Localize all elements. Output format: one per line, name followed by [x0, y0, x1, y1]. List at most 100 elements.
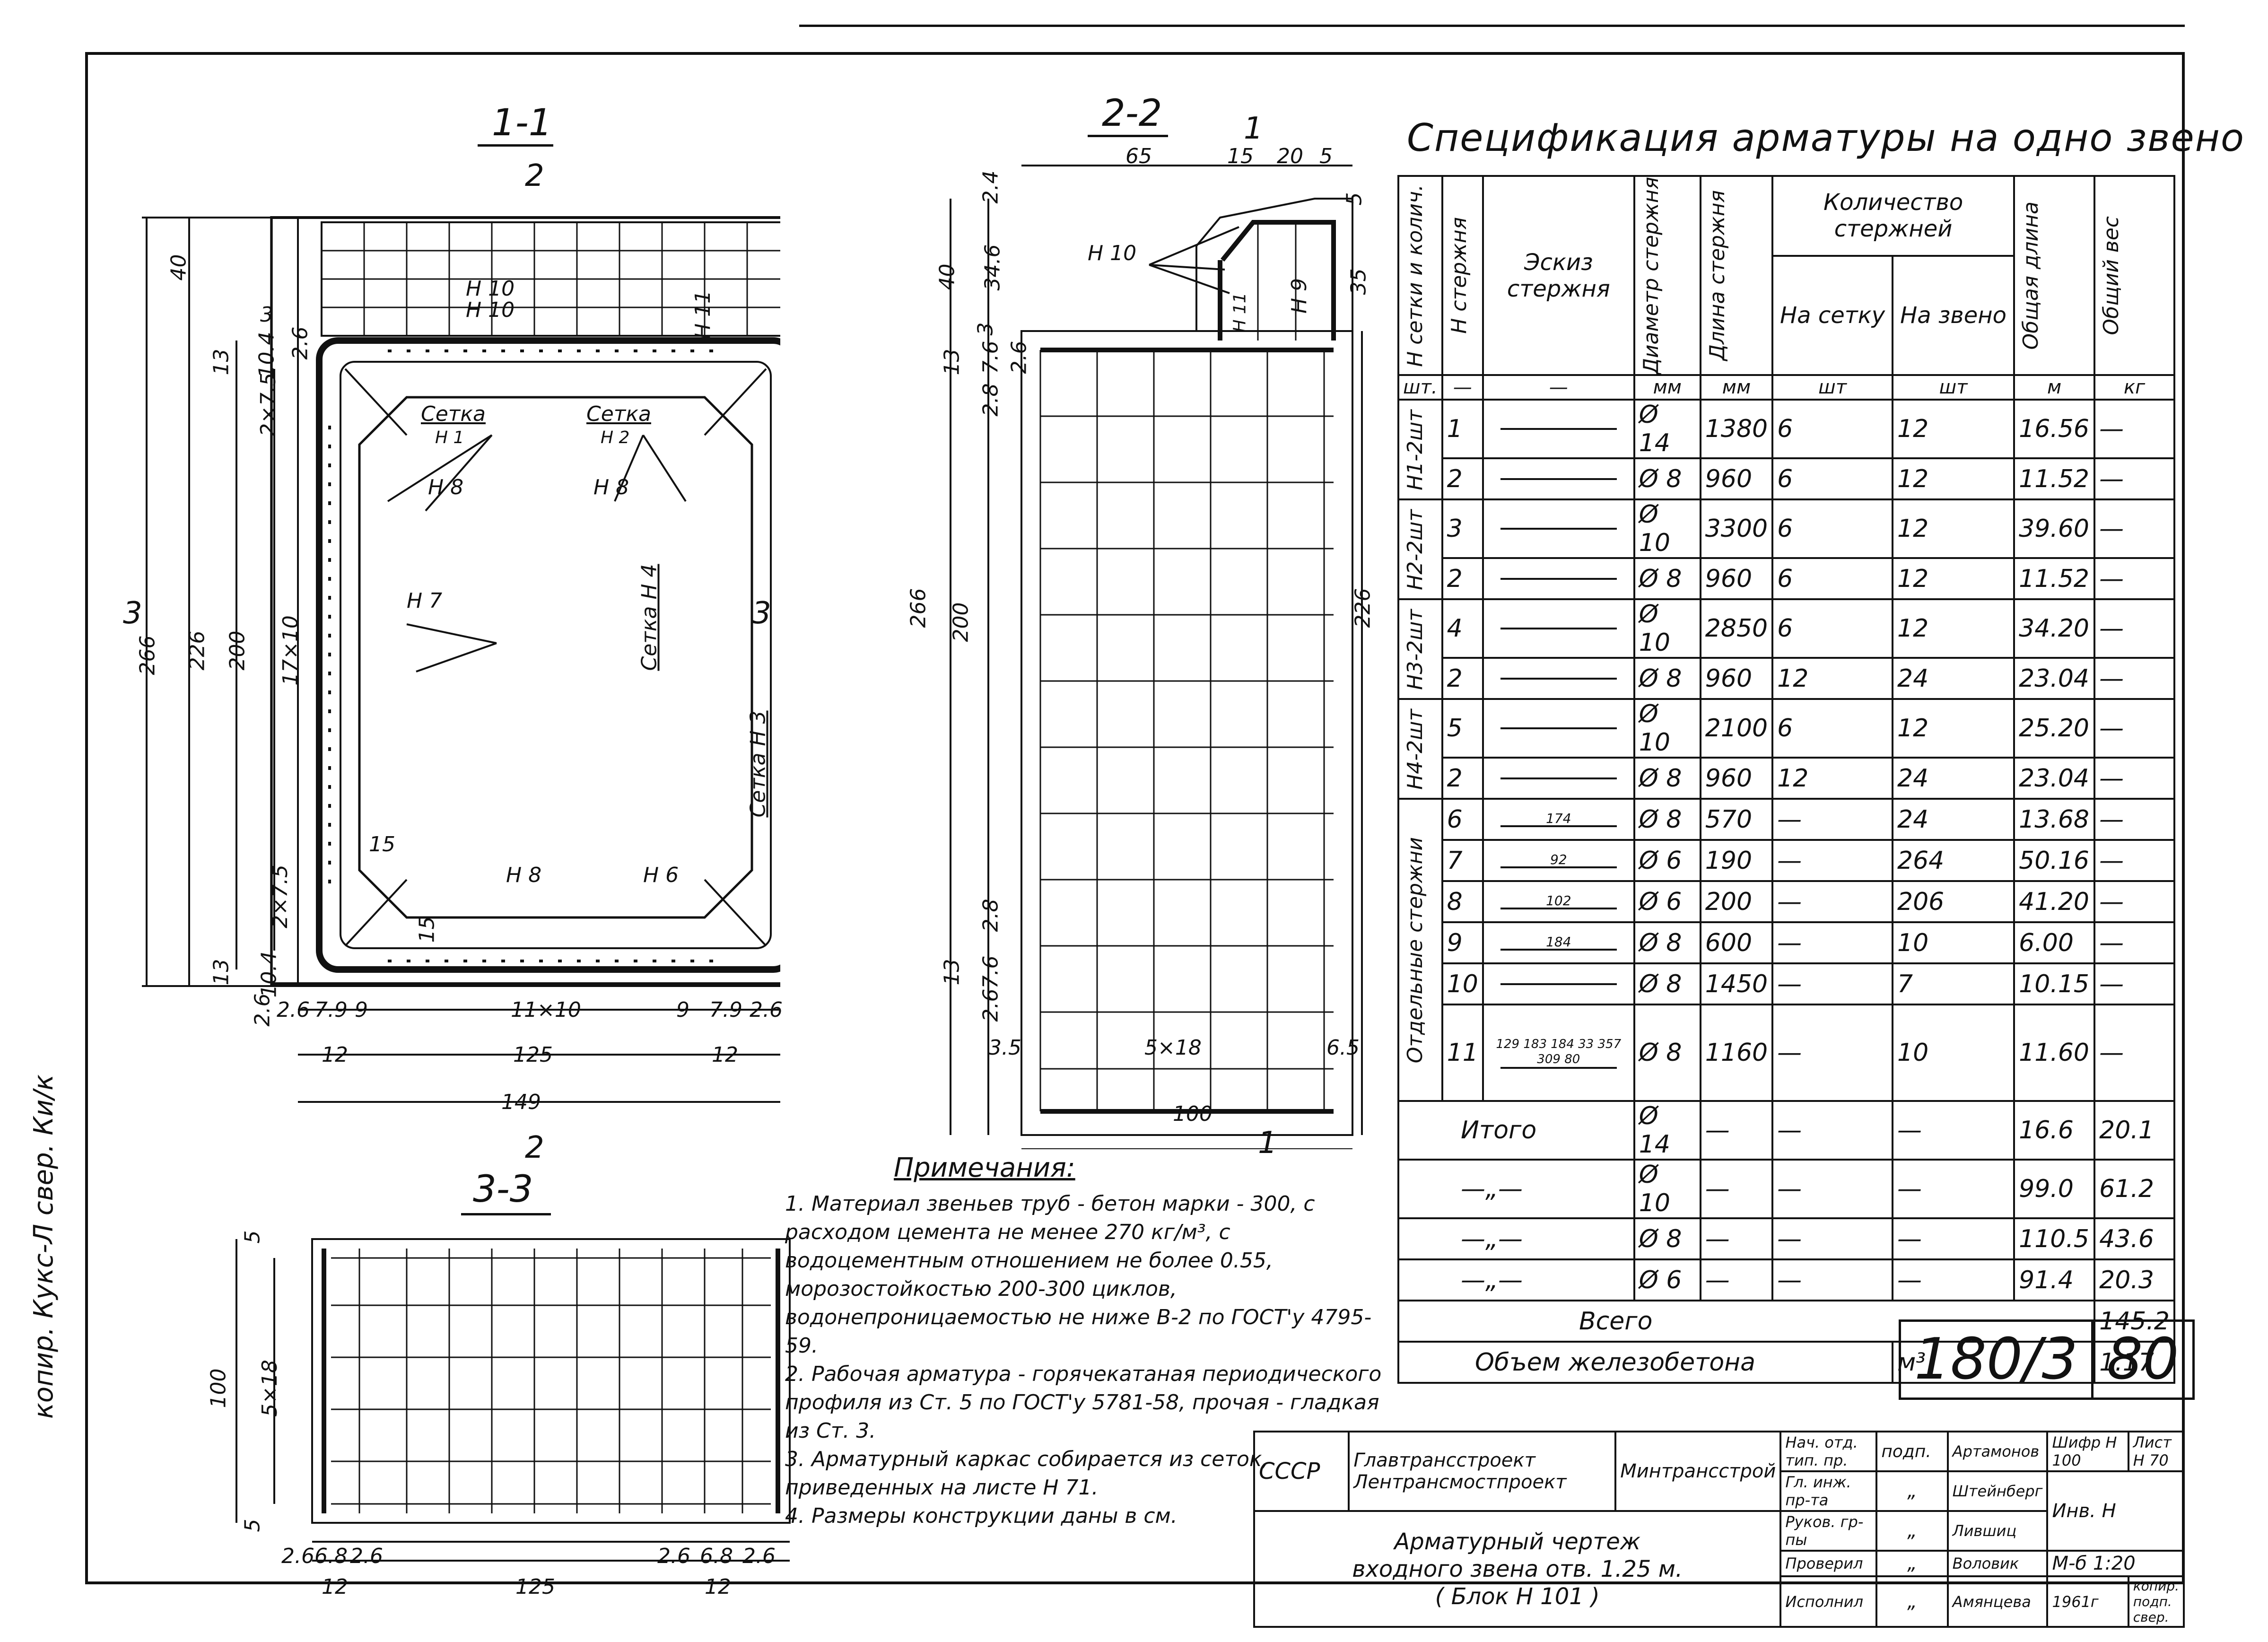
- dim-22-5: 5: [1319, 144, 1333, 168]
- note-1: 1. Материал звеньев труб - бетон марки -…: [785, 1192, 1372, 1358]
- spec-length: 2850: [1699, 598, 1774, 659]
- stamp-r4c: Воловик: [1946, 1550, 2049, 1577]
- spec-qty-link: 7: [1892, 962, 2015, 1006]
- spec-qty-mesh: 6: [1771, 598, 1894, 659]
- spec-qty-link: 24: [1892, 657, 2015, 700]
- spec-qty-mesh: 6: [1771, 557, 1894, 601]
- label-n6: Н 6: [643, 863, 679, 887]
- spec-sketch-cell: 102: [1482, 880, 1635, 924]
- stamp-r2c: Штейнберг: [1946, 1470, 2049, 1512]
- section-2-2-drawing: [950, 165, 1363, 1149]
- spec-weight: —: [2094, 598, 2175, 659]
- bar-sketch-line: [1500, 866, 1617, 868]
- stamp-kopir: копир. подп. свер.: [2127, 1575, 2185, 1628]
- label-n11: Н 11: [691, 290, 715, 340]
- spec-length: 1160: [1699, 1004, 1774, 1102]
- spec-qty-link: 12: [1892, 399, 2015, 460]
- bar-sketch-line: [1500, 478, 1617, 480]
- spec-qty-link: 12: [1892, 557, 2015, 601]
- dim-11-b9a: 9: [355, 998, 368, 1022]
- spec-diameter: Ø 8: [1633, 798, 1701, 841]
- spec-total-diameter: Ø 14: [1633, 1100, 1701, 1161]
- label-setka4: Сетка Н 4: [637, 564, 662, 671]
- side-signature: копир. Кукс-Л свер. Ки/к: [28, 1074, 59, 1419]
- spec-bar-number: 2: [1441, 457, 1484, 501]
- dim-22-l28b: 2.8: [978, 899, 1003, 932]
- dim-22-l76b: 7.6: [978, 955, 1003, 989]
- note-4: 4. Размеры конструкции даны в см.: [785, 1504, 1178, 1528]
- spec-title: Спецификация арматуры на одно звено: [1407, 116, 2245, 160]
- spec-total-c: —: [1892, 1258, 2015, 1302]
- spec-qty-mesh: —: [1771, 880, 1894, 924]
- dim-11-17x10: 17×10: [278, 615, 303, 686]
- dim-33-b26d: 2.6: [657, 1544, 690, 1568]
- spec-length: 2100: [1699, 698, 1774, 759]
- spec-bar-number: 7: [1441, 839, 1484, 882]
- spec-table: Н сетки и колич. Н стержня Эскиз стержня…: [1397, 175, 2175, 1384]
- bar-sketch-line: [1500, 528, 1617, 530]
- spec-qty-link: 206: [1892, 880, 2015, 924]
- dim-11-275: 2×7.5: [256, 373, 280, 437]
- spec-bar-number: 10: [1441, 962, 1484, 1006]
- spec-total-c: —: [1892, 1217, 2015, 1261]
- spec-bar-number: 2: [1441, 757, 1484, 800]
- spec-bar-number: 3: [1441, 498, 1484, 559]
- spec-weight: —: [2094, 1004, 2175, 1102]
- dim-11-266: 266: [135, 635, 160, 675]
- spec-sketch-cell: [1482, 498, 1635, 559]
- spec-h-col8: Общая длина: [2013, 175, 2096, 376]
- spec-qty-mesh: 6: [1771, 457, 1894, 501]
- spec-weight: —: [2094, 880, 2175, 924]
- spec-h-col5: Длина стержня: [1699, 175, 1774, 376]
- bar-sketch-line: [1500, 777, 1617, 779]
- dim-22-20: 20: [1277, 144, 1303, 168]
- spec-total-diameter: Ø 10: [1633, 1159, 1701, 1220]
- stamp-r1c: Артамонов: [1946, 1431, 2049, 1472]
- spec-sketch-cell: [1482, 698, 1635, 759]
- sheet-number: 80: [2106, 1327, 2179, 1392]
- spec-length: 1380: [1699, 399, 1774, 460]
- dim-22-l13: 13: [940, 349, 964, 376]
- bar-sketch-line: [1500, 628, 1617, 630]
- spec-weight: —: [2094, 457, 2175, 501]
- dim-22-l266: 266: [906, 588, 931, 628]
- spec-total-length: 25.20: [2013, 698, 2096, 759]
- dim-11-26: 2.6: [288, 326, 313, 360]
- label-n10a: Н 10: [466, 277, 515, 301]
- spec-sketch-cell: 174: [1482, 798, 1635, 841]
- spec-qty-link: 12: [1892, 698, 2015, 759]
- spec-total-c: —: [1892, 1159, 2015, 1220]
- dim-22-l346: 34.6: [980, 244, 1005, 291]
- note-3: 3. Арматурный каркас собирается из сеток…: [785, 1447, 1269, 1500]
- spec-total-a: —: [1699, 1159, 1774, 1220]
- dim-33-l5a: 5: [240, 1230, 265, 1244]
- spec-sketch-cell: 184: [1482, 921, 1635, 965]
- stamp-year: 1961г: [2046, 1575, 2129, 1628]
- dim-22-l26: 2.6: [1007, 341, 1031, 374]
- spec-length: 1450: [1699, 962, 1774, 1006]
- section-1-1-drawing: [142, 216, 780, 1103]
- dim-22-b5x18: 5×18: [1144, 1036, 1202, 1060]
- dim-22-r35: 35: [1346, 268, 1371, 295]
- bar-sketch-line: [1500, 825, 1617, 827]
- spec-sketch-cell: [1482, 757, 1635, 800]
- spec-qty-link: 12: [1892, 457, 2015, 501]
- spec-group-cell: Н2-2шт: [1397, 498, 1443, 601]
- dim-11-13b: 13: [209, 959, 234, 986]
- spec-sketch-cell: [1482, 598, 1635, 659]
- stamp-r2b: „: [1875, 1470, 1949, 1512]
- spec-sketch-cell: [1482, 557, 1635, 601]
- spec-total-weight: 20.1: [2094, 1100, 2175, 1161]
- dim-22-l28: 2.8: [978, 383, 1003, 417]
- bar-sketch-line: [1500, 983, 1617, 985]
- dim-22-b100: 100: [1173, 1102, 1213, 1126]
- dim-22-l26b: 2.6: [978, 988, 1003, 1022]
- section-3-3-drawing: [236, 1238, 791, 1562]
